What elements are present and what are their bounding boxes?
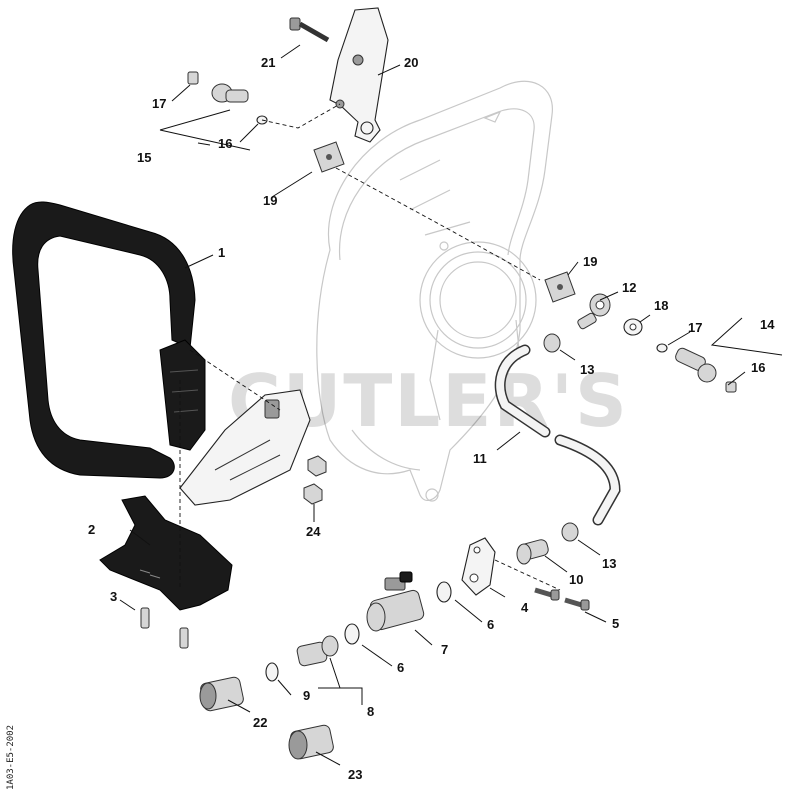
callout-7: 7	[441, 642, 448, 657]
housing-outline	[316, 80, 553, 502]
callout-2: 2	[88, 522, 95, 537]
callout-9: 9	[303, 688, 310, 703]
callout-22: 22	[253, 715, 267, 730]
part-4-bracket-plate	[461, 537, 496, 596]
part-6-washers	[344, 581, 452, 645]
part-22-coupling	[199, 676, 244, 712]
part-2-handle-guard	[99, 495, 233, 611]
callout-8: 8	[367, 704, 374, 719]
callout-23: 23	[348, 767, 362, 782]
part-7-valve	[366, 571, 425, 632]
callout-19-right: 19	[583, 254, 597, 269]
part-4-5-screws	[534, 587, 590, 611]
part-19-square-nut-lower	[544, 271, 576, 303]
callout-4: 4	[521, 600, 529, 615]
callout-3: 3	[110, 589, 117, 604]
part-8-nipple-fitting	[296, 635, 339, 667]
document-id: 1A03-E5-2002	[6, 724, 16, 790]
callout-19-upper: 19	[263, 193, 277, 208]
callout-6-lower: 6	[397, 660, 404, 675]
part-24-nuts	[303, 455, 327, 505]
part-18-washer	[623, 318, 643, 336]
callout-5: 5	[612, 616, 619, 631]
part-23-coupling-nut	[288, 724, 334, 760]
part-12-banjo-fitting	[577, 293, 611, 330]
callout-17-upper: 17	[152, 96, 166, 111]
part-1-front-handle	[12, 201, 206, 479]
callout-12: 12	[622, 280, 636, 295]
callout-14: 14	[760, 317, 775, 332]
part-13-hose-clamps	[543, 333, 579, 542]
part-3-screws	[140, 607, 189, 649]
callout-18: 18	[654, 298, 668, 313]
callout-13-upper: 13	[580, 362, 594, 377]
callout-6-upper: 6	[487, 617, 494, 632]
part-11-hoses	[494, 344, 621, 526]
part-21-bolt	[289, 17, 330, 43]
parts-15-16-17-upper	[187, 71, 268, 125]
callout-15: 15	[137, 150, 151, 165]
callout-17-right: 17	[688, 320, 702, 335]
callout-16-right: 16	[751, 360, 765, 375]
mounting-bracket	[179, 389, 311, 506]
callout-16-upper: 16	[218, 136, 232, 151]
callout-21: 21	[261, 55, 275, 70]
leader-lines	[119, 44, 783, 766]
part-19-square-nut-upper	[313, 141, 345, 173]
part-20-clamp-lever	[329, 7, 389, 143]
part-10-nozzle-fitting	[516, 539, 549, 565]
callout-10: 10	[569, 572, 583, 587]
callout-24: 24	[306, 524, 321, 539]
callout-1: 1	[218, 245, 225, 260]
callout-11: 11	[473, 451, 487, 466]
part-9-o-ring	[265, 662, 279, 682]
parts-14-16-17-right	[656, 343, 737, 393]
callout-13-lower: 13	[602, 556, 616, 571]
assembly-lines	[179, 103, 561, 591]
callout-20: 20	[404, 55, 418, 70]
